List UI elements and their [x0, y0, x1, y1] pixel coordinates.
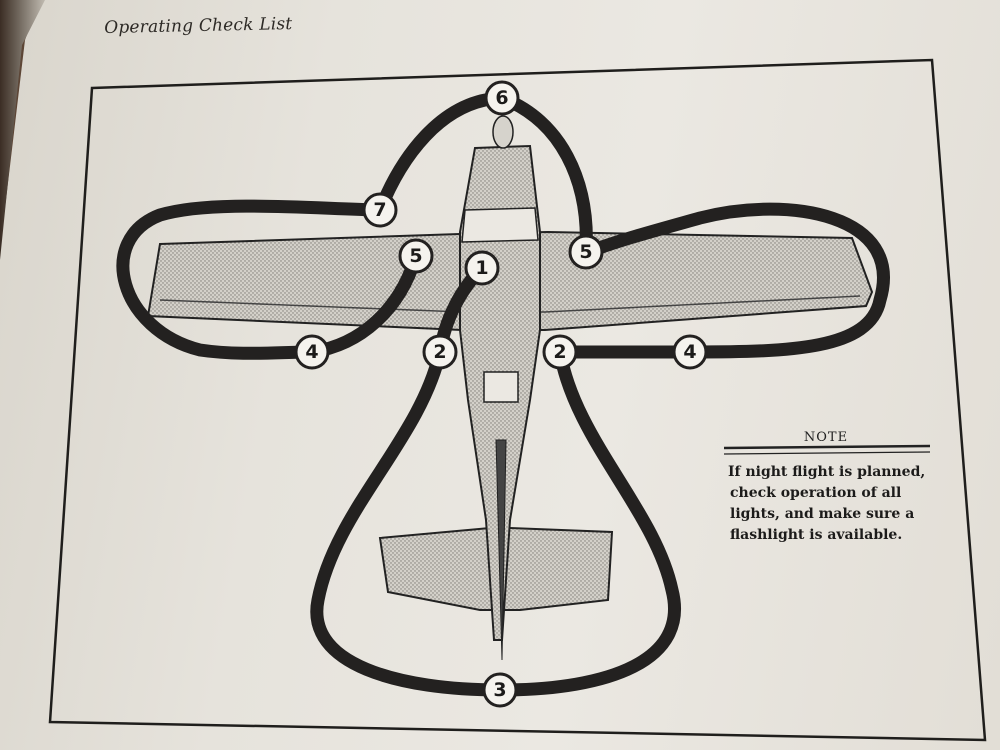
checkpoint-4-right-label: 4 — [683, 341, 696, 363]
aircraft-vertical-fin — [495, 439, 507, 661]
checkpoint-5-left-label: 5 — [409, 245, 422, 267]
diagram-frame — [48, 58, 987, 742]
note-rule-bottom — [723, 451, 931, 455]
checkpoint-5-right: 5 — [568, 234, 604, 270]
aircraft-drawing — [146, 115, 874, 661]
note-rule-top — [723, 444, 931, 450]
checkpoint-6: 6 — [484, 80, 520, 116]
note-line-2: check operation of all — [730, 485, 901, 501]
checkpoint-7: 7 — [362, 192, 398, 228]
checkpoint-1: 1 — [464, 250, 500, 286]
path-segment-7-4-left — [116, 199, 387, 360]
path-segment-5-6 — [495, 91, 593, 259]
note-line-3: lights, and make sure a — [730, 506, 914, 522]
checkpoint-4-left-label: 4 — [305, 341, 318, 363]
checkpoint-4-right: 4 — [672, 334, 708, 370]
path-segment-2-3 — [310, 345, 507, 697]
checkpoint-5-right-label: 5 — [579, 241, 592, 263]
checkpoint-markers: 1 2 2 3 4 4 5 5 — [294, 80, 708, 708]
checkpoint-2-right: 2 — [542, 334, 578, 370]
aircraft-canopy — [461, 207, 539, 243]
note-title: NOTE — [804, 430, 848, 445]
checkpoint-7-label: 7 — [373, 199, 386, 221]
checkpoint-2-left: 2 — [422, 334, 458, 370]
path-segment-3-2 — [493, 345, 681, 697]
checkpoint-5-left: 5 — [398, 238, 434, 274]
aircraft-hatch — [483, 371, 519, 403]
checkpoint-2-right-label: 2 — [553, 341, 566, 363]
note-line-1: If night flight is planned, — [728, 464, 925, 480]
note-box: NOTE If night flight is planned, check o… — [723, 430, 931, 543]
note-line-4: flashlight is available. — [730, 527, 902, 543]
aircraft-spinner — [492, 115, 514, 149]
path-segment-6-7 — [373, 91, 509, 217]
checkpoint-3-label: 3 — [493, 679, 506, 701]
checkpoint-4-left: 4 — [294, 334, 330, 370]
checkpoint-2-left-label: 2 — [433, 341, 446, 363]
path-segment-4-5-right — [581, 202, 890, 359]
checkpoint-1-label: 1 — [475, 257, 488, 279]
checkpoint-6-label: 6 — [495, 87, 508, 109]
checkpoint-3: 3 — [482, 672, 518, 708]
